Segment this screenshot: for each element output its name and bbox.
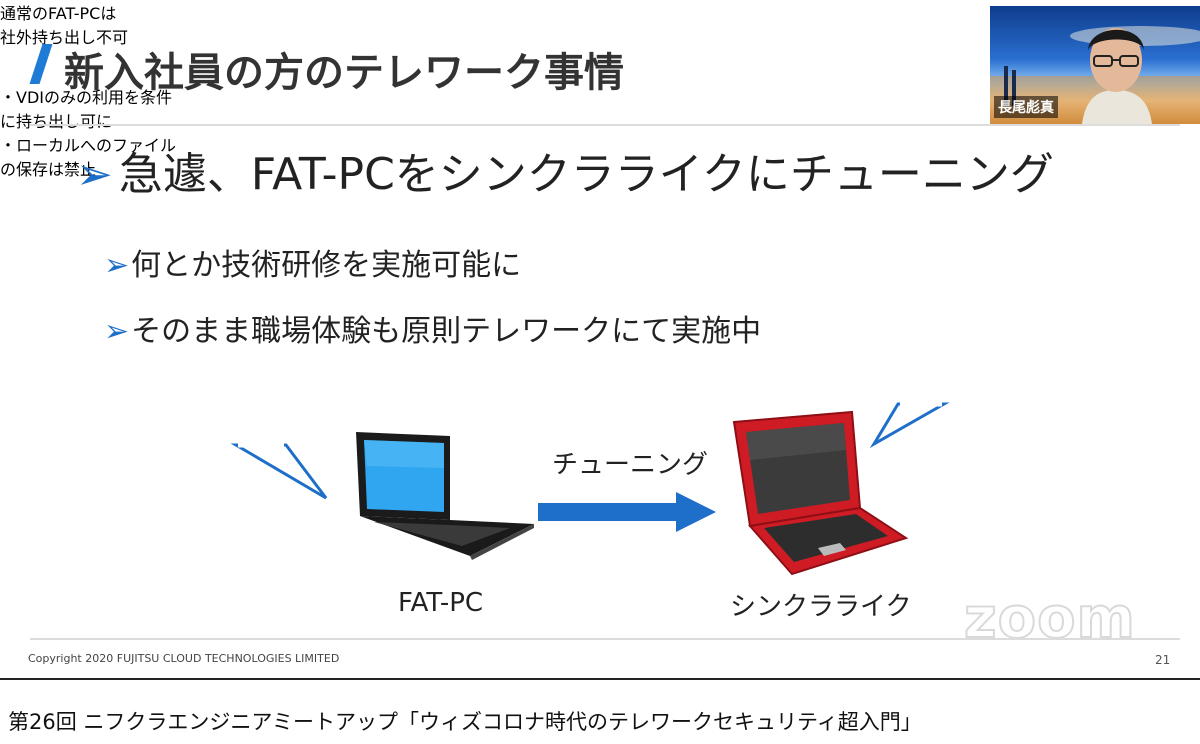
callout-thin-client-note: ・VDIのみの利用を条件 に持ち出し可に ・ローカルへのファイル の保存は禁止 [0,84,298,256]
bullet-arrow-icon: ➢ [76,149,113,200]
slide-title: 新入社員の方のテレワーク事情 [64,50,624,96]
zoom-watermark-logo: zoom [963,585,1136,652]
callout-line: 通常のFAT-PCは [0,4,117,23]
tuning-arrow-icon [538,492,716,532]
page-number: 21 [1155,653,1171,667]
callout-line: 社外持ち出し不可 [0,28,129,47]
callout-line: ・VDIのみの利用を条件 [0,88,172,107]
title-divider [30,124,1180,126]
slide: 新入社員の方のテレワーク事情 ➢急遽、FAT-PCをシンクラライクにチューニング… [0,0,1200,680]
page-caption: 第26回 ニフクラエンジニアミートアップ「ウィズコロナ時代のテレワークセキュリテ… [8,710,922,734]
fat-pc-laptop-icon [356,432,534,560]
copyright-text: Copyright 2020 FUJITSU CLOUD TECHNOLOGIE… [28,652,340,665]
sub-bullet: ➢そのまま職場体験も原則テレワークにて実施中 [104,306,761,350]
bullet-arrow-icon: ➢ [104,248,130,283]
sub-bullet-text: そのまま職場体験も原則テレワークにて実施中 [131,314,762,349]
callout-line: に持ち出し可に [0,112,113,131]
thin-client-label: シンクラライク [730,592,912,622]
speaker-avatar [990,26,1200,124]
callout-fat-pc-note: 通常のFAT-PCは 社外持ち出し不可 [0,0,230,84]
bullet-arrow-icon: ➢ [104,314,130,349]
speaker-video-tile[interactable]: 長尾彪真 [990,6,1200,124]
speaker-name-label: 長尾彪真 [994,96,1058,118]
main-bullet: ➢急遽、FAT-PCをシンクラライクにチューニング [76,138,1054,202]
main-bullet-text: 急遽、FAT-PCをシンクラライクにチューニング [118,149,1054,200]
sub-bullet: ➢何とか技術研修を実施可能に [104,240,521,284]
callout-line: の保存は禁止 [0,160,97,179]
fat-pc-label: FAT-PC [398,588,484,618]
sub-bullet-text: 何とか技術研修を実施可能に [131,248,522,283]
tuning-label: チューニング [552,450,709,480]
thin-client-laptop-icon [732,410,909,576]
callout-line: ・ローカルへのファイル [0,136,177,155]
footer-divider [30,638,1180,640]
